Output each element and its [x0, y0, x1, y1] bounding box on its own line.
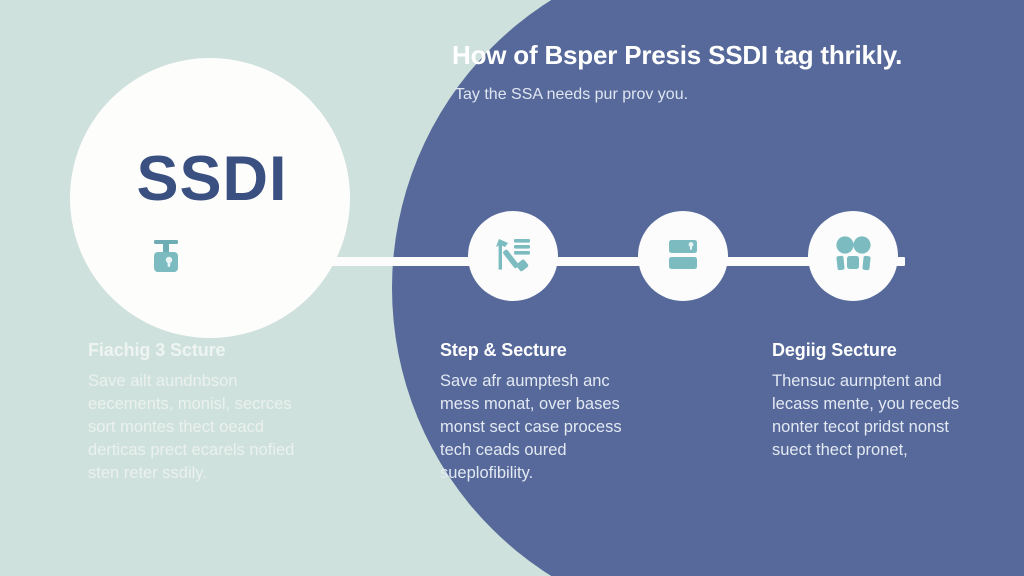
column-3-title: Degiig Secture	[772, 340, 897, 360]
column-2-title: Step & Secture	[440, 340, 567, 360]
column-1-title: Fiachig 3 Scture	[88, 340, 226, 360]
database-stack-icon	[662, 233, 704, 280]
step-node-3[interactable]	[808, 211, 898, 301]
step-node-1[interactable]	[468, 211, 558, 301]
column-3-body: Thensuc aurnptent and lecass mente, you …	[772, 372, 960, 459]
subheadline: Tay the SSA needs pur prov you.	[455, 86, 689, 103]
padlock-icon	[149, 238, 183, 281]
column-2-body: Save afr aumptesh anc mess monat, over b…	[440, 372, 622, 482]
column-2: Step & Secture Save afr aumptesh anc mes…	[440, 338, 625, 485]
people-group-icon	[831, 234, 875, 279]
column-1-body: Save ailt aundnbson eecements, monisl, s…	[88, 372, 295, 482]
lock-node	[120, 213, 212, 305]
column-1: Fiachig 3 Scture Save ailt aundnbson eec…	[88, 338, 303, 485]
ssdi-brand-circle: SSDI	[70, 58, 350, 338]
headline: How of Bsper Presis SSDI tag thrikly.	[452, 40, 903, 70]
ssdi-label: SSDI	[136, 144, 288, 214]
column-3: Degiig Secture Thensuc aurnptent and lec…	[772, 338, 972, 462]
step-node-2[interactable]	[638, 211, 728, 301]
document-pen-icon	[490, 231, 536, 282]
